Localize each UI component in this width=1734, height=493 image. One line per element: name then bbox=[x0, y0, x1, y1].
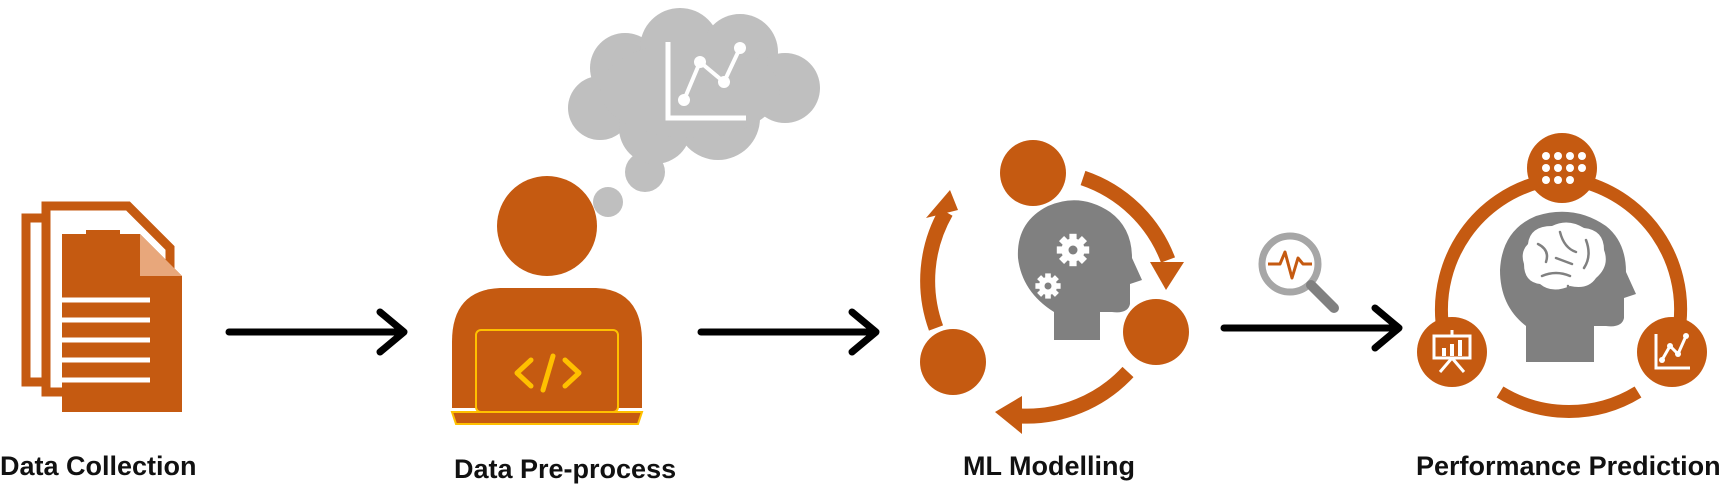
documents-icon bbox=[21, 201, 182, 412]
step-label-data-preprocess: Data Pre-process bbox=[454, 454, 677, 484]
magnifier-waveform-icon bbox=[1258, 232, 1339, 313]
flow-arrow-1 bbox=[225, 308, 408, 356]
person-laptop-code-icon bbox=[450, 176, 644, 425]
flow-arrow-3 bbox=[1220, 304, 1403, 352]
step-label-ml-modelling: ML Modelling bbox=[963, 451, 1135, 481]
line-chart-cloud-icon bbox=[568, 8, 820, 217]
step-label-performance-prediction: Performance Prediction bbox=[1416, 451, 1721, 481]
step-label-data-collection: Data Collection bbox=[0, 451, 197, 481]
ml-cycle-head-gears-icon bbox=[920, 140, 1189, 434]
brain-head-cycle-icon bbox=[1417, 133, 1707, 418]
flow-arrow-2 bbox=[697, 308, 880, 356]
